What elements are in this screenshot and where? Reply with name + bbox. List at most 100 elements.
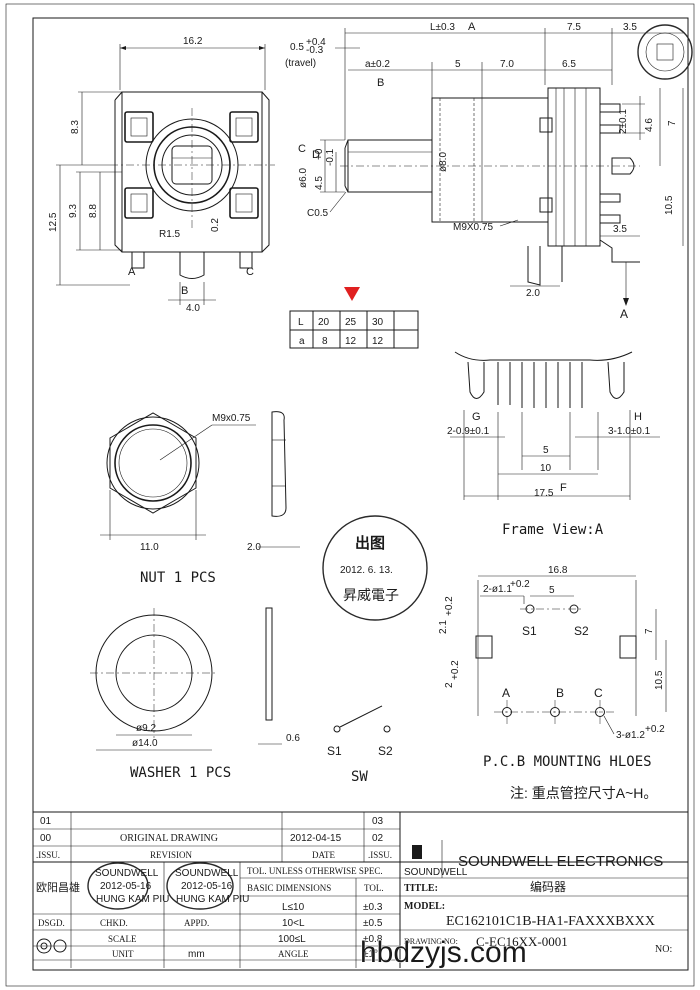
table-key-l: L — [298, 317, 304, 328]
dim-slot-y-tol: +0.2 — [444, 596, 455, 616]
rev-issu: .ISSU. — [36, 850, 60, 860]
switch-s2: S2 — [378, 744, 393, 758]
rev-desc: ORIGINAL DRAWING — [120, 833, 218, 844]
pcb-c: C — [594, 686, 603, 700]
stamp2-date: 2012-05-16 — [181, 881, 233, 892]
rev-no: 01 — [40, 816, 52, 827]
table-cell: 20 — [318, 317, 330, 328]
dim-6-5: 6.5 — [562, 59, 576, 70]
no-label: NO: — [655, 944, 672, 955]
table-cell: 8 — [322, 336, 328, 347]
dim-slot-x-tol: +0.2 — [450, 660, 461, 680]
drawer-name: 欧阳昌雄 — [36, 880, 80, 894]
dim-12-5: 12.5 — [48, 212, 59, 232]
dim-flat: 4.5 — [314, 176, 325, 190]
label-f: F — [560, 482, 567, 494]
table-cell: 30 — [372, 317, 384, 328]
dim-8-3: 8.3 — [70, 120, 81, 134]
dim-travel: 0.5 — [290, 42, 304, 53]
dim-pcb-width: 16.8 — [548, 565, 568, 576]
label-h: H — [634, 411, 642, 423]
dim-thread: M9X0.75 — [453, 222, 493, 233]
basic-dim-header: BASIC DIMENSIONS — [247, 883, 331, 893]
dim-l: L±0.3 — [430, 22, 455, 33]
nut-caption: NUT 1 PCS — [140, 570, 216, 586]
tol-range: 100≤L — [278, 934, 306, 945]
label-b: B — [377, 77, 384, 89]
washer-view: ø9.2 ø14.0 0.6 WASHER 1 PCS — [90, 607, 300, 781]
tol-value: ±0.5 — [363, 918, 383, 929]
stamp-top: 出图 — [355, 534, 385, 552]
company-logo-icon — [412, 845, 422, 859]
pcb-b: B — [556, 686, 564, 700]
pcb-a: A — [502, 686, 510, 700]
unit-label: UNIT — [112, 949, 134, 959]
dim-offset: 0.2 — [210, 218, 221, 232]
dim-travel-minus: -0.3 — [306, 45, 324, 56]
label-c: C — [298, 143, 306, 155]
dim-washer-inner: ø9.2 — [136, 723, 156, 734]
switch-symbol: S1 S2 SW — [327, 705, 393, 785]
rev-date: 2012-04-15 — [290, 833, 342, 844]
dim-pitch: 4.0 — [186, 303, 200, 314]
unit-value: mm — [188, 949, 205, 960]
dim-8-8: 8.8 — [88, 204, 99, 218]
model-value: EC162101C1B-HA1-FAXXXBXXX — [446, 914, 655, 929]
table-cell: 25 — [345, 317, 357, 328]
rev-no: 00 — [40, 833, 52, 844]
dim-hole-abc-tol: +0.2 — [645, 724, 665, 735]
dim-flat-tol: -0.1 — [325, 148, 336, 166]
stamp-bottom: 昇威電子 — [343, 588, 399, 604]
frame-view: G H 2-0.9±0.1 3-1.0±0.1 5 10 17.5 F Fram… — [447, 351, 660, 538]
dim-hole-abc: 3-ø1.2 — [616, 730, 645, 741]
dim-3-5b: 3.5 — [613, 224, 627, 235]
drawing-no-value: C-EC16XX-0001 — [476, 934, 568, 949]
dim-g: 2-0.9±0.1 — [447, 426, 490, 437]
tol-range: 10<L — [282, 918, 305, 929]
dim-washer-outer: ø14.0 — [132, 738, 158, 749]
dim-hole-s: 2-ø1.1 — [483, 584, 512, 595]
l-table: L 20 25 30 a 8 12 12 — [289, 287, 419, 349]
pcb-s1: S1 — [522, 624, 537, 638]
label-g: G — [472, 411, 481, 423]
scale-label: SCALE — [108, 934, 137, 944]
dim-slot-y: 2.1 — [438, 620, 449, 634]
dim-width: 16.2 — [183, 36, 203, 47]
tol-value: ±0.8 — [363, 934, 383, 945]
dim-10-5: 10.5 — [664, 195, 675, 215]
pcb-caption: P.C.B MOUNTING HLOES — [483, 754, 652, 770]
dim-pcb-7: 7 — [644, 628, 655, 634]
projection-icon — [36, 938, 52, 954]
emblem-stamp — [637, 24, 693, 80]
dim-shaft-tol: +0 — [314, 148, 325, 160]
pcb-view: 16.8 2-ø1.1 +0.2 5 S1 S2 2.1 +0.2 2 +0.2… — [438, 565, 667, 770]
signature-stamp — [87, 862, 149, 910]
dim-7-5: 7.5 — [567, 22, 581, 33]
release-stamp: 出图 2012. 6. 13. 昇威電子 — [322, 515, 428, 621]
dim-2-0: 2.0 — [526, 288, 540, 299]
tol-value: ±1° — [363, 949, 378, 960]
side-view: L±0.3 A 7.5 3.5 0.5 +0.4 -0.3 (travel) a… — [285, 21, 685, 321]
label-d: D — [312, 149, 320, 161]
stamp-date: 2012. 6. 13. — [340, 565, 393, 576]
pin-c-label: C — [246, 266, 254, 278]
company-name: SOUNDWELL ELECTRONICS — [458, 853, 663, 870]
stamp1-date: 2012-05-16 — [100, 881, 152, 892]
frame-view-caption: Frame View:A — [502, 522, 604, 538]
title-block: 01 03 00 ORIGINAL DRAWING 2012-04-15 02 … — [33, 811, 688, 968]
table-key-a: a — [299, 336, 305, 347]
pin-b-label: B — [181, 285, 188, 297]
dim-h: 3-1.0±0.1 — [608, 426, 651, 437]
table-cell: 12 — [372, 336, 384, 347]
dim-shaft-dia: ø6.0 — [298, 168, 309, 188]
dim-nut-thread: M9x0.75 — [212, 413, 251, 424]
drawing-frame — [32, 17, 689, 971]
tol-col-header: TOL. — [364, 883, 384, 893]
dim-4-6: 4.6 — [644, 118, 655, 132]
washer-caption: WASHER 1 PCS — [130, 765, 231, 781]
dim-s-pitch: 5 — [549, 585, 555, 596]
stamp2-bottom: HUNG KAM PIU — [176, 894, 249, 905]
red-arrow-icon — [344, 287, 360, 301]
model-label: MODEL: — [404, 901, 445, 912]
